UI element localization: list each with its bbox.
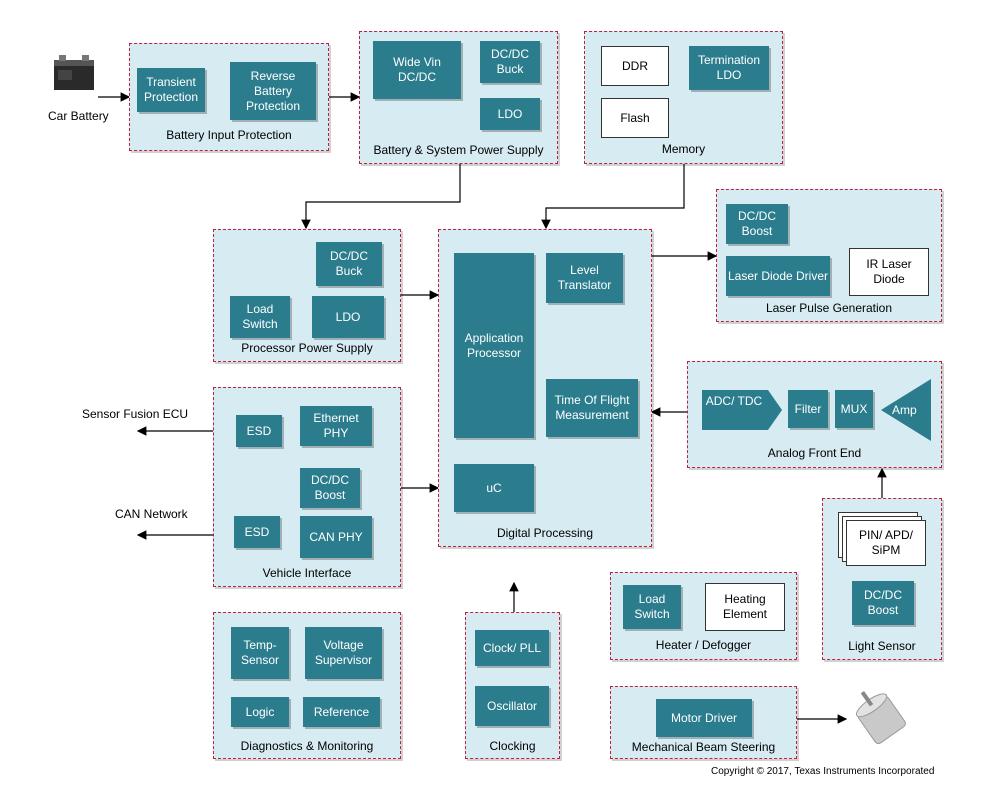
heater-defogger-group: Load Switch Heating Element Heater / Def…	[610, 572, 797, 660]
memory-group: DDR Flash Termination LDO Memory	[584, 31, 783, 164]
ir-laser-diode-block: IR Laser Diode	[849, 248, 929, 296]
level-translator-block: Level Translator	[546, 253, 623, 303]
system-dcdc-buck-block: DC/DC Buck	[480, 41, 540, 83]
processor-ldo-block: LDO	[312, 296, 384, 338]
heating-element-block: Heating Element	[705, 583, 785, 631]
motor-driver-block: Motor Driver	[656, 699, 752, 737]
processor-dcdc-buck-block: DC/DC Buck	[316, 242, 382, 286]
esd-block-2: ESD	[234, 516, 280, 548]
flash-block: Flash	[601, 98, 669, 138]
diagnostics-monitoring-title: Diagnostics & Monitoring	[240, 739, 374, 753]
temp-sensor-block: Temp- Sensor	[231, 627, 289, 679]
esd-block-1: ESD	[236, 415, 282, 447]
transient-protection-block: Transient Protection	[137, 68, 205, 112]
system-ldo-block: LDO	[480, 98, 540, 130]
termination-ldo-block: Termination LDO	[689, 46, 769, 90]
ddr-block: DDR	[601, 46, 669, 86]
battery-input-protection-title: Battery Input Protection	[166, 128, 292, 142]
time-of-flight-block: Time Of Flight Measurement	[546, 379, 638, 437]
mechanical-beam-steering-group: Motor Driver Mechanical Beam Steering	[610, 686, 797, 759]
amp-label: Amp	[892, 403, 917, 417]
clocking-group: Clock/ PLL Oscillator Clocking	[465, 612, 560, 759]
voltage-supervisor-block: Voltage Supervisor	[305, 627, 382, 679]
ethernet-phy-block: Ethernet PHY	[300, 406, 372, 446]
laser-pulse-generation-group: DC/DC Boost Laser Diode Driver IR Laser …	[716, 189, 942, 322]
processor-power-supply-group: DC/DC Buck Load Switch LDO Processor Pow…	[213, 229, 401, 362]
system-power-supply-title: Battery & System Power Supply	[373, 143, 544, 157]
amplifier-triangle	[881, 379, 931, 441]
filter-block: Filter	[788, 390, 828, 428]
analog-front-end-title: Analog Front End	[767, 446, 862, 460]
light-sensor-group: PIN/ APD/ SiPM DC/DC Boost Light Sensor	[822, 498, 942, 660]
memory-title: Memory	[661, 142, 706, 156]
digital-processing-group: Application Processor Level Translator T…	[438, 229, 652, 547]
clocking-title: Clocking	[489, 739, 536, 753]
digital-processing-title: Digital Processing	[496, 526, 594, 540]
light-sensor-dcdc-boost-block: DC/DC Boost	[852, 581, 914, 625]
light-sensor-title: Light Sensor	[848, 639, 916, 653]
heater-defogger-title: Heater / Defogger	[655, 638, 752, 652]
laser-diode-driver-block: Laser Diode Driver	[726, 256, 830, 296]
can-network-label: CAN Network	[115, 507, 188, 521]
can-phy-block: CAN PHY	[300, 516, 372, 558]
copyright-text: Copyright © 2017, Texas Instruments Inco…	[711, 766, 935, 777]
analog-front-end-group: ADC/ TDC Filter MUX Amp Analog Front End	[687, 361, 942, 468]
car-battery-label: Car Battery	[48, 109, 109, 123]
car-battery-icon	[52, 52, 98, 94]
diagnostics-monitoring-group: Temp- Sensor Voltage Supervisor Logic Re…	[213, 612, 401, 759]
system-power-supply-group: Wide Vin DC/DC DC/DC Buck LDO Battery & …	[359, 31, 558, 164]
pin-apd-sipm-block: PIN/ APD/ SiPM	[846, 520, 926, 566]
reference-block: Reference	[303, 697, 380, 727]
motor-icon	[848, 684, 914, 750]
logic-block: Logic	[231, 697, 289, 727]
clock-pll-block: Clock/ PLL	[475, 630, 549, 666]
heater-load-switch-block: Load Switch	[623, 585, 681, 629]
reverse-battery-protection-block: Reverse Battery Protection	[230, 62, 316, 120]
vehicle-interface-title: Vehicle Interface	[262, 566, 352, 580]
battery-input-protection-group: Transient Protection Reverse Battery Pro…	[129, 43, 329, 151]
laser-dcdc-boost-block: DC/DC Boost	[726, 204, 788, 244]
laser-pulse-generation-title: Laser Pulse Generation	[765, 301, 893, 315]
adc-tdc-shape	[702, 390, 782, 430]
adc-tdc-label: ADC/ TDC	[705, 394, 763, 408]
uc-block: uC	[454, 464, 534, 512]
vehicle-dcdc-boost-block: DC/DC Boost	[300, 468, 360, 508]
wide-vin-dcdc-block: Wide Vin DC/DC	[373, 41, 461, 99]
mechanical-beam-steering-title: Mechanical Beam Steering	[631, 740, 776, 754]
processor-load-switch-block: Load Switch	[230, 296, 290, 338]
oscillator-block: Oscillator	[475, 686, 549, 726]
processor-power-supply-title: Processor Power Supply	[241, 341, 373, 355]
vehicle-interface-group: ESD Ethernet PHY DC/DC Boost ESD CAN PHY…	[213, 387, 401, 587]
mux-block: MUX	[835, 390, 873, 428]
sensor-fusion-ecu-label: Sensor Fusion ECU	[82, 407, 189, 421]
application-processor-block: Application Processor	[454, 253, 534, 438]
